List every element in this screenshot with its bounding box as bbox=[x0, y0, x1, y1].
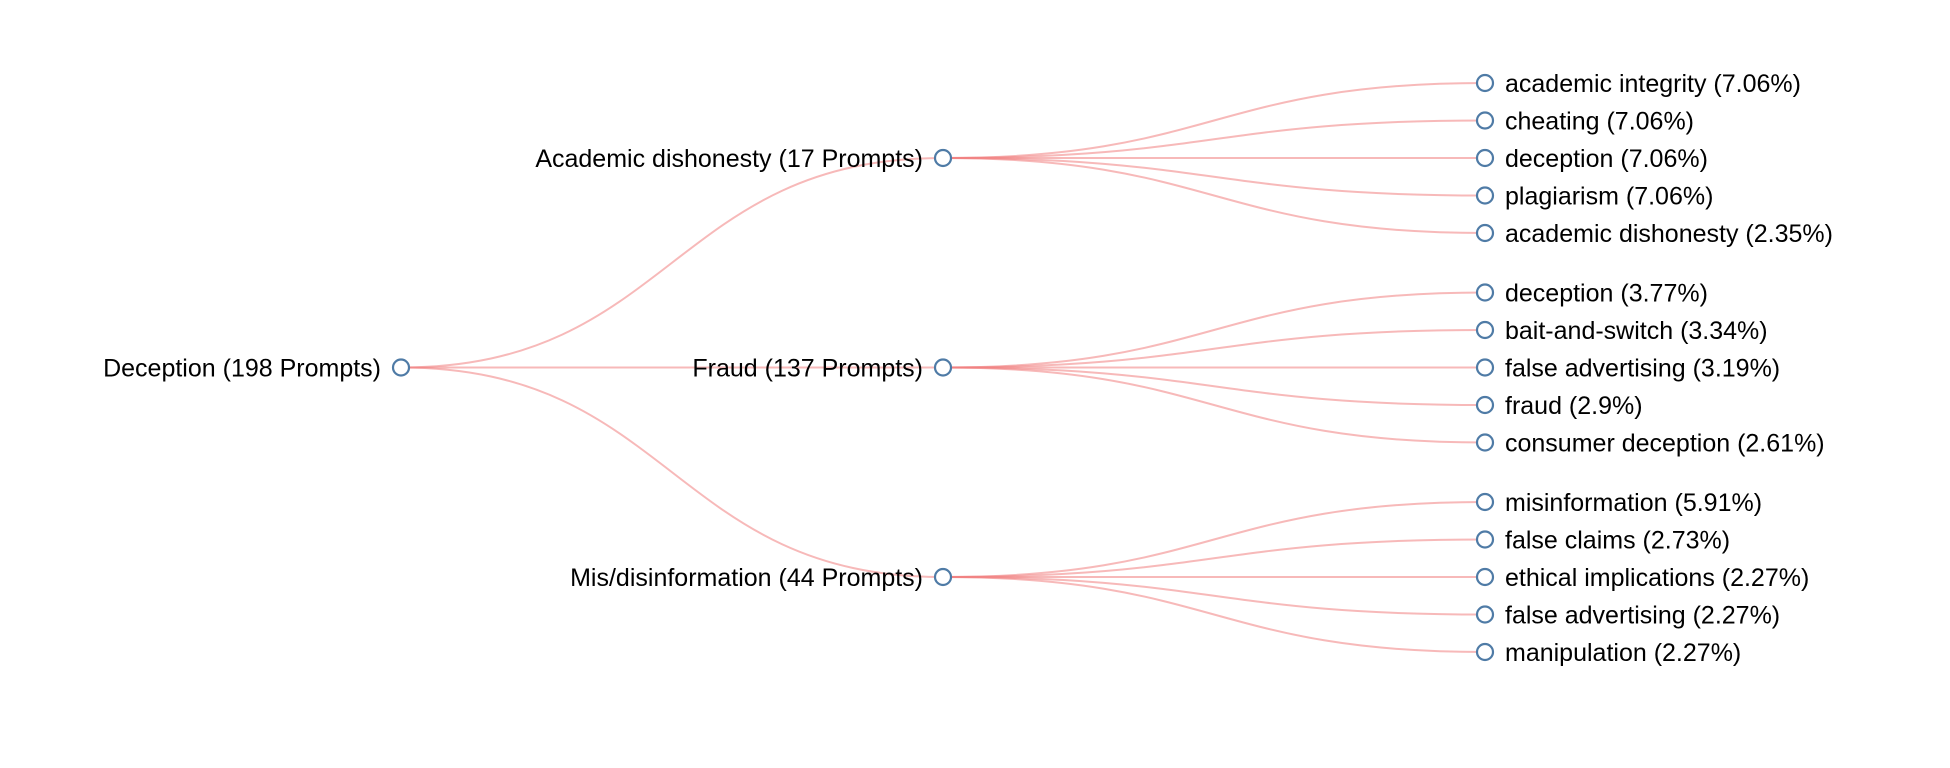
link-group-1-to-leaf-3 bbox=[942, 366, 1486, 406]
link-group-0-to-leaf-4 bbox=[942, 157, 1486, 234]
node-label: Academic dishonesty (17 Prompts) bbox=[535, 145, 923, 173]
node-label: Mis/disinformation (44 Prompts) bbox=[570, 564, 923, 592]
leaf-node[interactable]: deception (3.77%) bbox=[1475, 279, 1708, 307]
leaf-node[interactable]: false advertising (3.19%) bbox=[1475, 354, 1780, 382]
tree-links bbox=[400, 82, 1486, 653]
leaf-node[interactable]: misinformation (5.91%) bbox=[1475, 489, 1762, 517]
node-label: deception (3.77%) bbox=[1505, 279, 1708, 307]
category-node[interactable]: Mis/disinformation (44 Prompts) bbox=[570, 564, 953, 592]
leaf-node[interactable]: academic integrity (7.06%) bbox=[1475, 70, 1801, 98]
node-label: cheating (7.06%) bbox=[1505, 107, 1694, 135]
node-marker[interactable] bbox=[1475, 223, 1495, 243]
link-group-2-to-leaf-0 bbox=[942, 501, 1486, 578]
node-label: deception (7.06%) bbox=[1505, 145, 1708, 173]
leaf-node[interactable]: bait-and-switch (3.34%) bbox=[1475, 317, 1768, 345]
link-group-1-to-leaf-0 bbox=[942, 291, 1486, 369]
link-root-to-group-0 bbox=[400, 157, 944, 369]
leaf-node[interactable]: ethical implications (2.27%) bbox=[1475, 564, 1809, 592]
node-marker[interactable] bbox=[1475, 530, 1495, 549]
node-label: false advertising (3.19%) bbox=[1505, 354, 1780, 382]
node-label: manipulation (2.27%) bbox=[1505, 639, 1741, 667]
tree-nodes: Deception (198 Prompts) Academic dishones… bbox=[103, 70, 1833, 667]
node-marker[interactable] bbox=[1475, 283, 1495, 302]
node-label: ethical implications (2.27%) bbox=[1505, 564, 1809, 592]
leaf-node[interactable]: false claims (2.73%) bbox=[1475, 526, 1730, 554]
node-label: plagiarism (7.06%) bbox=[1505, 182, 1713, 210]
node-marker[interactable] bbox=[1475, 111, 1495, 130]
link-group-2-to-leaf-1 bbox=[942, 538, 1486, 578]
leaf-node[interactable]: cheating (7.06%) bbox=[1475, 107, 1694, 135]
node-label: false claims (2.73%) bbox=[1505, 526, 1730, 554]
link-group-1-to-leaf-4 bbox=[942, 366, 1486, 444]
node-marker[interactable] bbox=[933, 358, 953, 377]
root-node[interactable]: Deception (198 Prompts) bbox=[103, 354, 411, 382]
node-marker[interactable] bbox=[1475, 433, 1495, 452]
link-group-0-to-leaf-3 bbox=[942, 157, 1486, 197]
node-marker[interactable] bbox=[1475, 358, 1495, 377]
category-node[interactable]: Fraud (137 Prompts) bbox=[692, 354, 953, 382]
node-label: Fraud (137 Prompts) bbox=[692, 354, 923, 382]
link-group-0-to-leaf-0 bbox=[942, 82, 1486, 159]
node-marker[interactable] bbox=[1475, 320, 1495, 340]
leaf-node[interactable]: fraud (2.9%) bbox=[1475, 392, 1643, 420]
node-marker[interactable] bbox=[1475, 148, 1495, 168]
node-label: misinformation (5.91%) bbox=[1505, 489, 1762, 517]
link-group-0-to-leaf-1 bbox=[942, 119, 1486, 159]
node-marker[interactable] bbox=[391, 358, 411, 377]
link-group-2-to-leaf-3 bbox=[942, 576, 1486, 616]
leaf-node[interactable]: manipulation (2.27%) bbox=[1475, 639, 1741, 667]
node-label: academic integrity (7.06%) bbox=[1505, 70, 1801, 98]
category-node[interactable]: Academic dishonesty (17 Prompts) bbox=[535, 145, 953, 173]
node-marker[interactable] bbox=[1475, 492, 1495, 512]
node-label: fraud (2.9%) bbox=[1505, 392, 1643, 420]
leaf-node[interactable]: consumer deception (2.61%) bbox=[1475, 429, 1825, 457]
leaf-node[interactable]: false advertising (2.27%) bbox=[1475, 601, 1780, 629]
link-group-1-to-leaf-1 bbox=[942, 329, 1486, 369]
node-label: bait-and-switch (3.34%) bbox=[1505, 317, 1768, 345]
link-root-to-group-2 bbox=[400, 366, 944, 578]
leaf-node[interactable]: plagiarism (7.06%) bbox=[1475, 182, 1713, 210]
node-marker[interactable] bbox=[1475, 73, 1495, 93]
node-marker[interactable] bbox=[1475, 605, 1495, 624]
leaf-node[interactable]: deception (7.06%) bbox=[1475, 145, 1708, 173]
node-marker[interactable] bbox=[933, 148, 953, 168]
link-group-2-to-leaf-4 bbox=[942, 576, 1486, 653]
node-label: Deception (198 Prompts) bbox=[103, 354, 381, 382]
node-marker[interactable] bbox=[933, 567, 953, 587]
node-marker[interactable] bbox=[1475, 186, 1495, 205]
node-label: consumer deception (2.61%) bbox=[1505, 429, 1825, 457]
node-label: academic dishonesty (2.35%) bbox=[1505, 220, 1833, 248]
node-label: false advertising (2.27%) bbox=[1505, 601, 1780, 629]
node-marker[interactable] bbox=[1475, 395, 1495, 415]
leaf-node[interactable]: academic dishonesty (2.35%) bbox=[1475, 220, 1833, 248]
node-marker[interactable] bbox=[1475, 642, 1495, 662]
node-marker[interactable] bbox=[1475, 567, 1495, 587]
